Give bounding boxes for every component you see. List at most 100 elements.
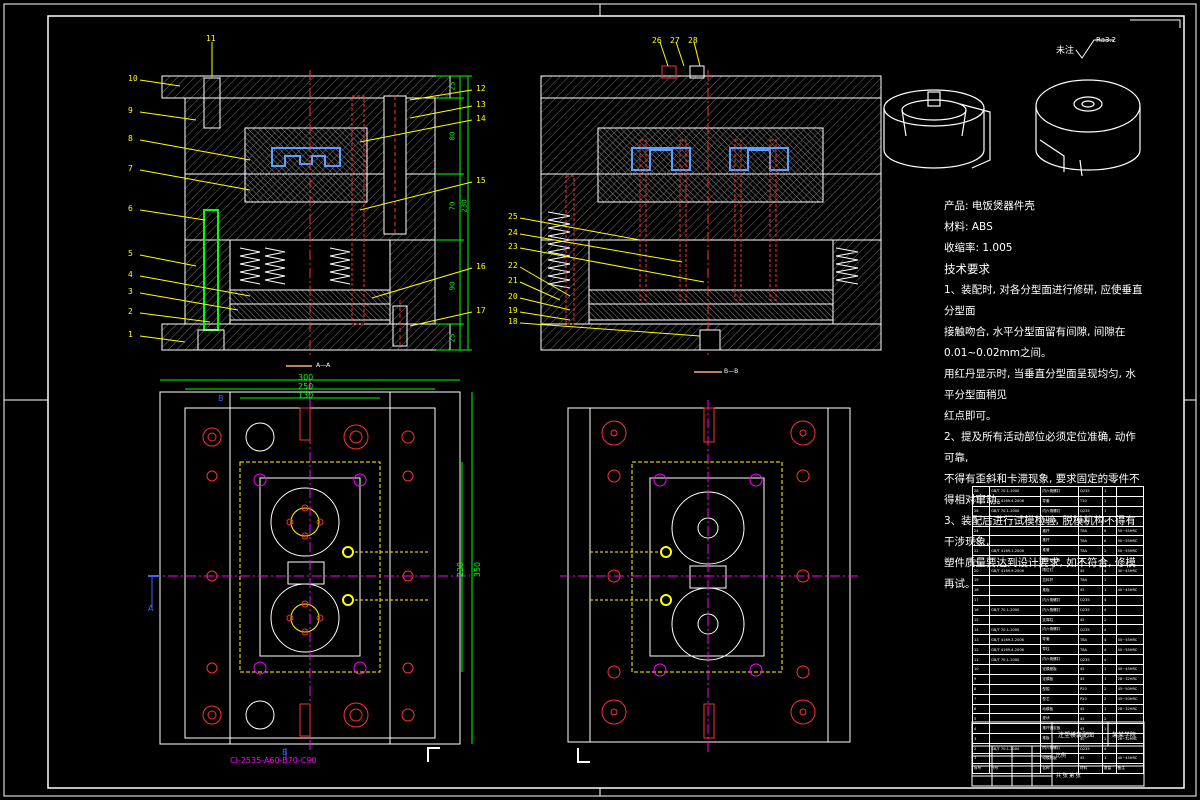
bom-cell: 型腔 — [1040, 683, 1079, 695]
bom-cell: 3 — [971, 733, 991, 745]
bom-cell: GB/T 4169.9-2006 — [989, 565, 1042, 577]
shrinkage-line: 收缩率: 1.005 — [944, 242, 1013, 254]
section-b-b — [540, 65, 882, 373]
bom-cell — [1115, 614, 1145, 626]
bom-cell: 40~45HRC — [1115, 753, 1145, 764]
bom-cell — [1115, 515, 1145, 527]
bom-cell — [1115, 555, 1145, 567]
bom-cell: 1 — [1101, 584, 1117, 596]
bom-cell: 17 — [971, 594, 991, 606]
dim-70: 70 — [448, 201, 457, 211]
bom-cell: 50~55HRC — [1115, 525, 1145, 537]
bom-cell: 内六角螺钉 — [1040, 654, 1079, 666]
bom-cell: 4 — [1101, 644, 1117, 656]
note-item: 1、装配时, 对各分型面进行修研, 应使垂直分型面 — [944, 284, 1143, 317]
callout-22: 22 — [508, 261, 518, 270]
bom-cell: 定模板 — [1040, 673, 1079, 685]
bom-cell: 40~45HRC — [1115, 565, 1145, 577]
drawing-name: 注塑模装配图 — [1058, 732, 1095, 739]
bom-cell: 20 — [971, 565, 991, 577]
scale-label: 比例 — [1056, 753, 1067, 759]
bom-cell: 9 — [971, 673, 991, 685]
bom-cell: 1 — [1101, 664, 1117, 675]
bom-cell: 45 — [1078, 614, 1103, 626]
bom-cell: Q235 — [1078, 654, 1103, 666]
bom-cell: 推杆固定板 — [1040, 555, 1079, 567]
bom-cell: 28~32HRC — [1115, 703, 1145, 715]
bom-cell: 1 — [1101, 575, 1117, 586]
material-line: 材料: ABS — [944, 221, 993, 233]
bom-cell: 14 — [971, 624, 991, 636]
bom-cell: 型芯 — [1040, 693, 1079, 705]
bom-cell — [989, 683, 1042, 695]
section-label-a: A—A — [316, 362, 331, 369]
bom-cell — [989, 673, 1042, 685]
callout-19: 19 — [508, 306, 518, 315]
bom-cell — [989, 594, 1042, 606]
bom-cell: 动模板 — [1040, 703, 1079, 715]
bom-cell: Q235 — [1078, 486, 1103, 497]
bom-cell: 4 — [1101, 604, 1117, 616]
bom-cell: 推管 — [1040, 545, 1079, 557]
bom-cell: 1 — [1101, 495, 1117, 507]
bom-cell: Q235 — [1078, 505, 1103, 517]
callout-8: 8 — [128, 134, 133, 143]
bom-cell: 13 — [971, 634, 991, 646]
bom-cell: T8A — [1078, 634, 1103, 646]
callout-7: 7 — [128, 164, 133, 173]
bom-cell: 28 — [971, 486, 991, 497]
callout-6: 6 — [128, 204, 133, 213]
bom-header-cell: 数量 — [1101, 762, 1117, 774]
bom-cell: 45 — [1078, 713, 1103, 725]
bom-cell — [989, 555, 1042, 567]
bom-cell: 垫块 — [1040, 713, 1079, 725]
bom-cell: GB/T 4169.4-2006 — [989, 644, 1042, 656]
bom-cell: 45 — [1078, 555, 1103, 567]
bom-cell: Q235 — [1078, 594, 1103, 606]
bom-cell — [989, 733, 1042, 745]
bom-cell: 1 — [1101, 703, 1117, 715]
bom-cell: 16 — [971, 604, 991, 616]
bom-cell: 1 — [1101, 555, 1117, 567]
bom-cell: 复位弹簧 — [1040, 515, 1079, 527]
bom-cell: 50~55HRC — [1115, 644, 1145, 656]
product-line: 产品: 电饭煲器件壳 — [944, 200, 1035, 212]
dim-130: 130 — [298, 391, 314, 400]
bom-cell: 45 — [1078, 664, 1103, 675]
dim-250: 250 — [298, 382, 314, 391]
bom-header-cell: 备注 — [1115, 762, 1145, 774]
bom-cell: GB/T 4169.1-2006 — [989, 545, 1042, 557]
bom-cell: 2 — [971, 743, 991, 755]
surface-note-label: 未注 — [1056, 46, 1075, 56]
tech-title: 技术要求 — [944, 262, 990, 276]
bom-cell: 内六角螺钉 — [1040, 624, 1079, 636]
bom-cell: 2 — [1101, 683, 1117, 695]
bom-cell — [989, 703, 1042, 715]
bom-cell — [989, 575, 1042, 586]
bom-cell: 6 — [1101, 535, 1117, 547]
bom-cell — [989, 753, 1042, 764]
bom-cell: 1 — [971, 753, 991, 764]
part-iso-view-2 — [1035, 79, 1141, 177]
bom-cell: 45 — [1078, 584, 1103, 596]
section-a-a — [161, 70, 472, 367]
bom-cell: 内六角螺钉 — [1040, 604, 1079, 616]
mold-base-spec: CI-2535-A60-B70-C90 — [230, 756, 317, 765]
bom-cell: 45 — [1078, 565, 1103, 577]
bom-cell — [1115, 624, 1145, 636]
school-name: 某某学院 — [1112, 732, 1137, 739]
callout-5: 5 — [128, 249, 133, 258]
bom-cell: 支撑柱 — [1040, 614, 1079, 626]
bom-cell: GB/T 4169.3-2006 — [989, 634, 1042, 646]
dim-230-section: 230 — [460, 199, 469, 213]
bom-cell: 2 — [1101, 614, 1117, 626]
bom-cell: 2 — [1101, 545, 1117, 557]
